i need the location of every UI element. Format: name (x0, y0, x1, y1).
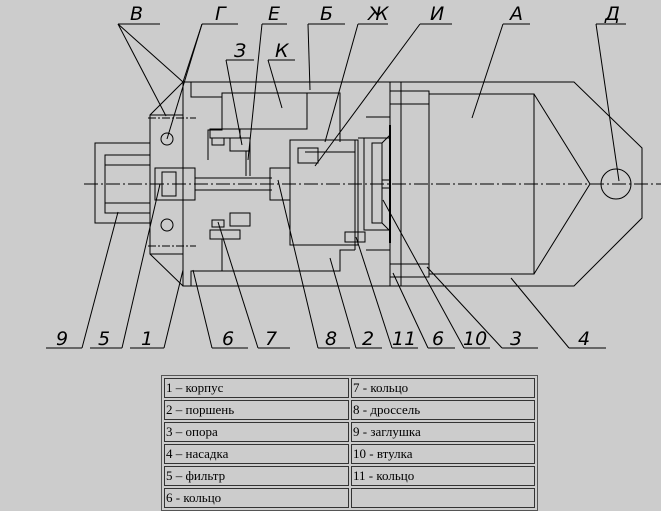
label-G: Г (215, 3, 227, 25)
label-Z: З (234, 40, 246, 62)
letter-labels: В Г Е Б Ж И А Д З К (130, 3, 620, 62)
technical-drawing: В Г Е Б Ж И А Д З К 9 5 1 6 7 8 2 11 6 1… (46, 3, 661, 350)
label-10: 10 (463, 328, 487, 350)
table-cell: 11 - кольцо (351, 466, 535, 486)
table-cell: 1 – корпус (164, 378, 349, 398)
table-cell: 2 – поршень (164, 400, 349, 420)
table-cell: 10 - втулка (351, 444, 535, 464)
label-E: Е (268, 3, 280, 25)
drawing-lines (46, 23, 661, 349)
label-V: В (130, 3, 143, 25)
label-K: К (275, 40, 290, 62)
label-7: 7 (265, 328, 277, 350)
label-D: Д (604, 3, 620, 25)
table-cell: 3 – опора (164, 422, 349, 442)
table-cell: 9 - заглушка (351, 422, 535, 442)
label-5: 5 (98, 328, 110, 350)
table-row: 6 - кольцо (164, 488, 535, 508)
label-1: 1 (141, 328, 153, 350)
label-Zh: Ж (367, 3, 390, 25)
label-B: Б (320, 3, 333, 25)
label-6b: 6 (432, 328, 444, 350)
label-A: А (508, 3, 523, 25)
label-8: 8 (325, 328, 337, 350)
table-cell: 4 – насадка (164, 444, 349, 464)
label-9: 9 (56, 328, 68, 350)
table-cell: 8 - дроссель (351, 400, 535, 420)
label-2: 2 (362, 328, 374, 350)
table-cell: 5 – фильтр (164, 466, 349, 486)
label-11: 11 (392, 328, 416, 350)
label-3: 3 (510, 328, 522, 350)
label-4: 4 (578, 328, 590, 350)
table-cell (351, 488, 535, 508)
label-6: 6 (222, 328, 234, 350)
table-cell: 6 - кольцо (164, 488, 349, 508)
number-labels: 9 5 1 6 7 8 2 11 6 10 3 4 (56, 328, 590, 350)
table-cell: 7 - кольцо (351, 378, 535, 398)
label-I: И (430, 3, 444, 25)
